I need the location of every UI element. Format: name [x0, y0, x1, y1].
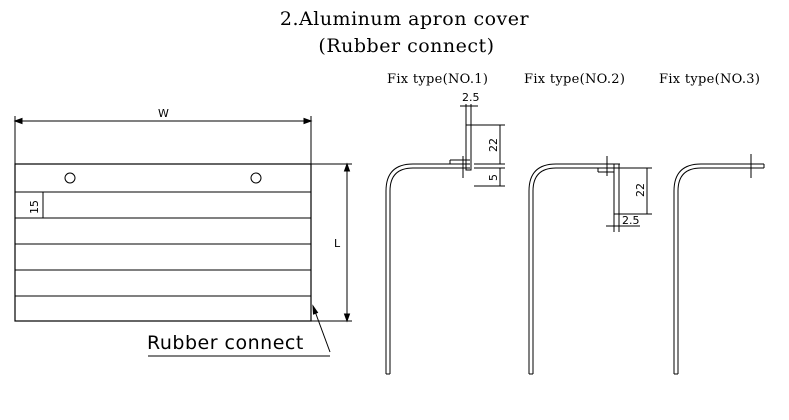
rubber-connect-label: Rubber connect: [147, 332, 304, 354]
no2-height-label: 22: [634, 183, 647, 197]
fix-type-no1-profile: [385, 104, 505, 375]
diagram-title: 2.Aluminum apron cover: [279, 8, 530, 30]
fix-type-no2-profile: [528, 156, 652, 375]
rubber-connect-leader: [148, 304, 331, 357]
fix-type-no2-label: Fix type(NO.2): [524, 72, 626, 87]
no2-bottom-label: 2.5: [622, 214, 640, 227]
slat-dimension: [38, 191, 48, 219]
width-label: W: [158, 107, 169, 120]
fix-type-no3-label: Fix type(NO.3): [659, 72, 761, 87]
fix-type-no1-label: Fix type(NO.1): [387, 72, 489, 87]
no1-height-label: 22: [487, 138, 500, 152]
apron-cover-panel: [14, 163, 312, 322]
length-label: L: [334, 237, 341, 250]
no1-top-label: 2.5: [462, 91, 480, 104]
slat-label: 15: [28, 200, 41, 214]
mounting-hole-right: [250, 172, 262, 184]
width-dimension: [13, 116, 313, 164]
diagram-subtitle: (Rubber connect): [318, 35, 495, 57]
no1-low-label: 5: [487, 174, 500, 181]
fix-type-no3-profile: [673, 154, 765, 375]
length-dimension: [311, 162, 352, 323]
mounting-hole-left: [64, 172, 76, 184]
